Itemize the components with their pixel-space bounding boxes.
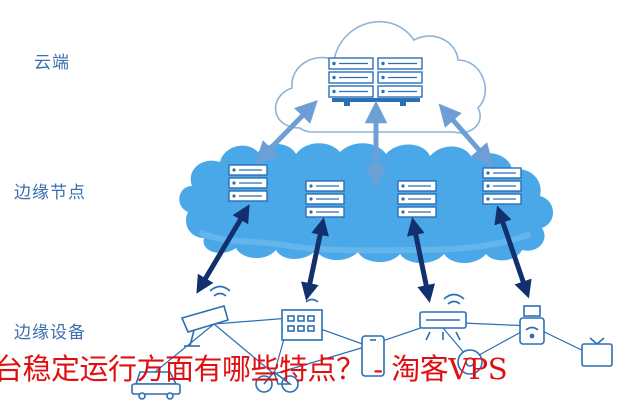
tier-label-cloud: 云端 (34, 53, 70, 73)
car-icon (131, 371, 181, 400)
bicycle-icon (255, 370, 299, 393)
server-rack-icon (305, 180, 345, 218)
cloud-server-rack (328, 57, 423, 106)
wifi-router-icon (457, 349, 483, 375)
device-link-arrows (196, 204, 532, 303)
surveillance-camera-icon (180, 285, 231, 347)
server-rack-icon (377, 57, 423, 98)
server-rack-icon (228, 164, 268, 202)
smartphone-icon (361, 335, 385, 377)
smart-speaker-icon (519, 317, 545, 345)
cloud-link-arrows (255, 99, 494, 188)
edge-node-cloud (179, 143, 554, 263)
server-rack-icon (397, 180, 437, 218)
server-rack-icon (482, 167, 522, 205)
office-building-icon (281, 298, 323, 341)
air-conditioner-icon (419, 293, 467, 341)
watermark-caption: 台稳定运行方面有哪些特点？ - 淘客VPS (0, 352, 508, 386)
gateway-device-icon (523, 305, 541, 317)
server-rack-icon (328, 57, 374, 98)
television-icon (581, 337, 613, 367)
tier-label-edge-node: 边缘节点 (14, 183, 86, 203)
tier-label-edge-device: 边缘设备 (14, 323, 86, 343)
